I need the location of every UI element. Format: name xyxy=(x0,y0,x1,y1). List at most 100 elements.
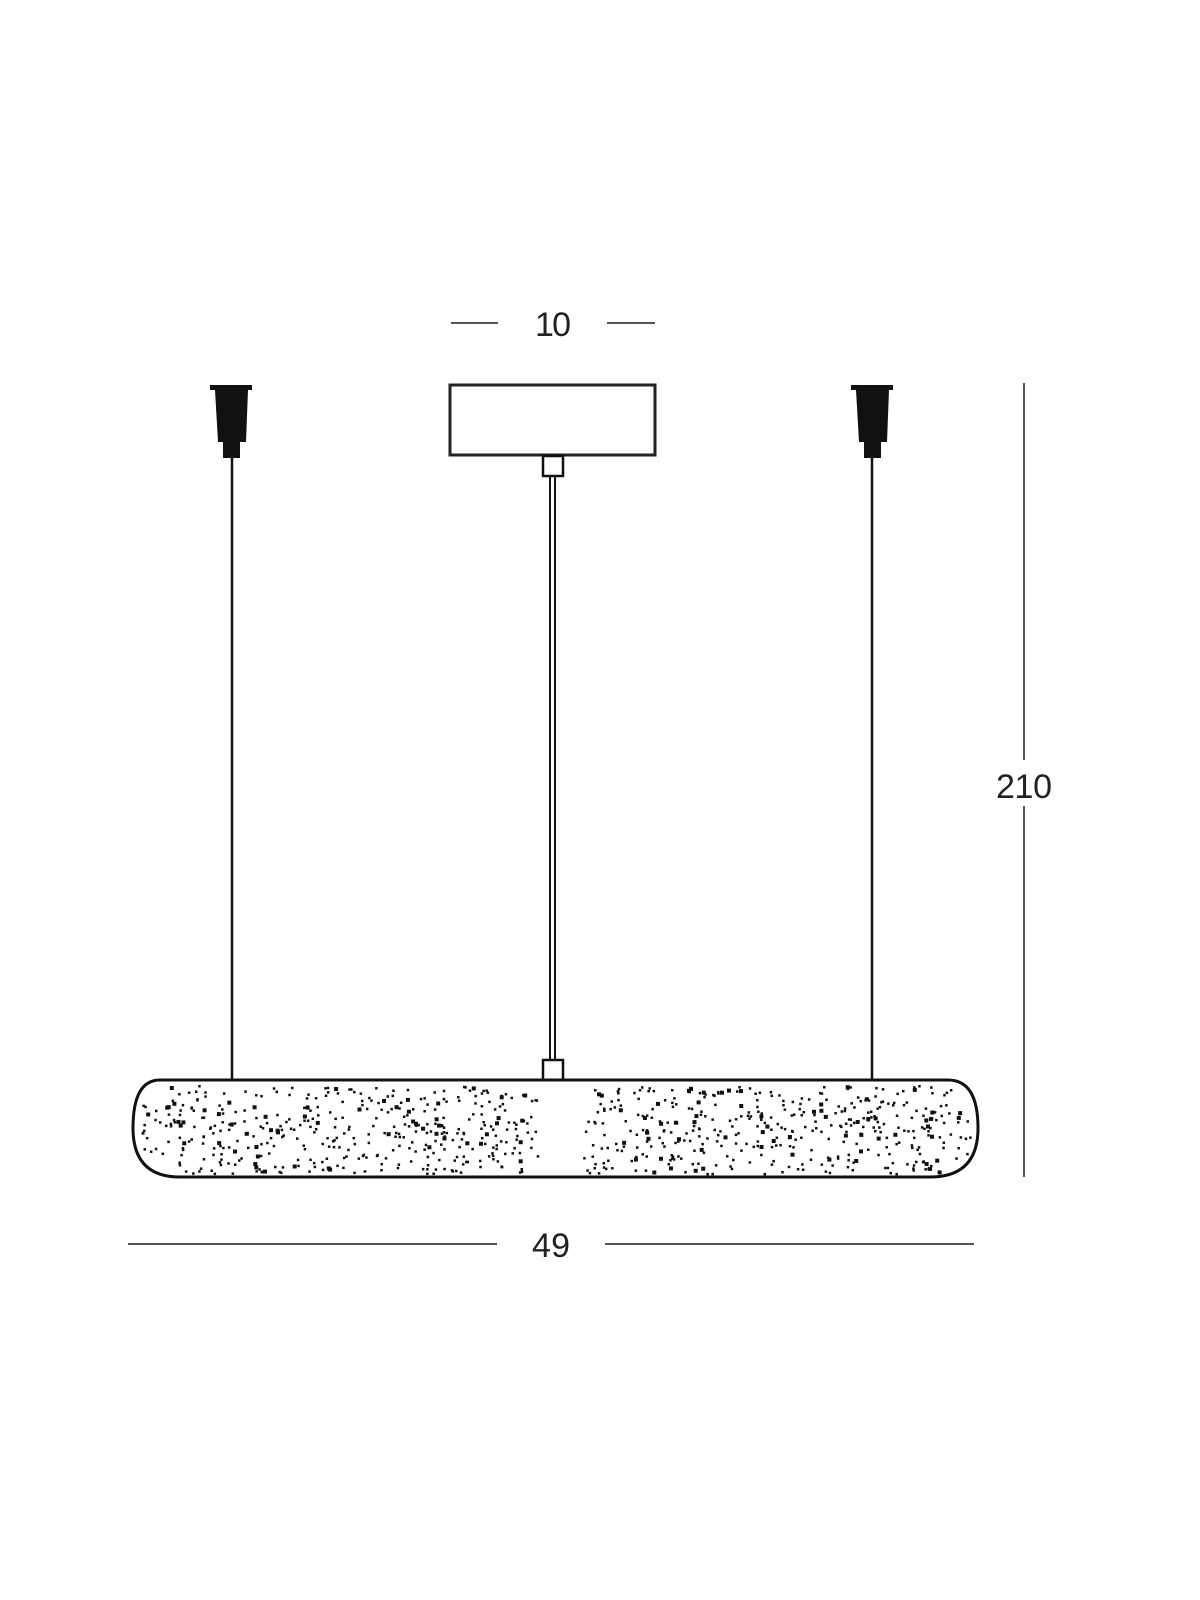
speckle xyxy=(328,1167,333,1172)
speckle xyxy=(886,1166,890,1170)
speckle xyxy=(807,1098,811,1101)
speckle xyxy=(329,1111,332,1114)
speckle xyxy=(398,1107,401,1110)
speckle xyxy=(432,1172,435,1175)
speckle xyxy=(885,1136,889,1140)
speckle xyxy=(427,1145,432,1150)
speckle xyxy=(434,1168,438,1171)
speckle xyxy=(698,1135,701,1138)
speckle xyxy=(586,1169,589,1172)
speckle xyxy=(491,1152,494,1155)
speckle xyxy=(288,1118,291,1121)
speckle xyxy=(426,1168,429,1171)
speckle xyxy=(609,1107,612,1111)
speckle xyxy=(289,1127,293,1130)
speckle xyxy=(419,1097,423,1101)
speckle xyxy=(748,1161,752,1164)
speckle xyxy=(615,1142,618,1146)
speckle xyxy=(238,1159,241,1162)
speckle xyxy=(259,1154,263,1158)
speckle xyxy=(263,1114,268,1119)
speckle xyxy=(154,1118,157,1122)
speckle xyxy=(643,1116,647,1120)
speckle xyxy=(462,1155,465,1158)
speckle xyxy=(272,1144,276,1148)
speckle xyxy=(910,1144,914,1147)
speckle xyxy=(499,1140,503,1143)
speckle xyxy=(645,1114,649,1117)
speckle xyxy=(384,1157,388,1160)
speckle xyxy=(701,1166,706,1171)
speckle xyxy=(269,1136,273,1140)
speckle xyxy=(450,1169,454,1172)
speckle xyxy=(303,1119,306,1122)
speckle xyxy=(492,1128,495,1131)
speckle xyxy=(345,1155,348,1158)
speckle xyxy=(658,1136,661,1140)
speckle xyxy=(671,1101,674,1105)
speckle xyxy=(291,1086,294,1090)
speckle xyxy=(874,1129,877,1133)
speckle xyxy=(923,1127,926,1131)
speckle xyxy=(852,1121,856,1125)
speckle xyxy=(790,1152,795,1157)
speckle xyxy=(645,1140,649,1143)
speckle xyxy=(945,1091,949,1095)
speckle xyxy=(779,1143,782,1147)
speckle xyxy=(279,1124,282,1128)
speckle xyxy=(937,1170,942,1175)
speckle xyxy=(326,1091,330,1094)
speckle xyxy=(603,1107,606,1110)
speckle xyxy=(412,1108,415,1111)
speckle xyxy=(846,1165,850,1169)
speckle xyxy=(911,1146,914,1150)
speckle xyxy=(698,1127,701,1131)
speckle xyxy=(268,1152,271,1155)
speckle xyxy=(342,1166,345,1170)
speckle xyxy=(594,1122,597,1125)
speckle xyxy=(855,1120,860,1124)
speckle xyxy=(931,1092,934,1095)
speckle xyxy=(720,1090,724,1095)
speckle xyxy=(734,1142,738,1145)
speckle xyxy=(593,1120,596,1124)
speckle xyxy=(754,1092,757,1095)
speckle xyxy=(375,1087,378,1090)
speckle xyxy=(303,1147,307,1151)
speckle xyxy=(717,1092,720,1095)
speckle xyxy=(717,1133,720,1137)
speckle xyxy=(456,1132,459,1135)
speckle xyxy=(827,1137,830,1141)
speckle xyxy=(505,1128,509,1131)
speckle xyxy=(296,1137,299,1140)
speckle xyxy=(924,1162,929,1166)
speckle xyxy=(333,1126,337,1129)
speckle xyxy=(671,1157,674,1160)
speckle xyxy=(759,1114,764,1119)
speckle xyxy=(352,1136,355,1140)
speckle xyxy=(619,1104,623,1107)
speckle xyxy=(855,1142,858,1146)
speckle xyxy=(243,1120,246,1123)
speckle xyxy=(927,1130,930,1133)
speckle xyxy=(864,1097,869,1102)
speckle xyxy=(190,1138,193,1141)
speckle xyxy=(440,1132,444,1135)
speckle xyxy=(411,1141,414,1144)
speckle xyxy=(233,1149,237,1154)
speckle xyxy=(403,1123,407,1126)
speckle xyxy=(881,1100,885,1103)
canopy-width-dimension: 10 xyxy=(451,306,655,344)
speckle xyxy=(771,1139,776,1143)
speckle xyxy=(638,1089,642,1092)
speckle xyxy=(254,1145,259,1149)
speckle xyxy=(930,1134,934,1139)
speckle xyxy=(511,1152,514,1155)
speckle xyxy=(819,1102,824,1107)
speckle xyxy=(830,1124,833,1127)
speckle xyxy=(895,1172,898,1176)
speckle xyxy=(182,1141,187,1146)
speckle xyxy=(486,1091,490,1094)
speckle xyxy=(617,1087,621,1091)
speckle xyxy=(421,1167,425,1171)
